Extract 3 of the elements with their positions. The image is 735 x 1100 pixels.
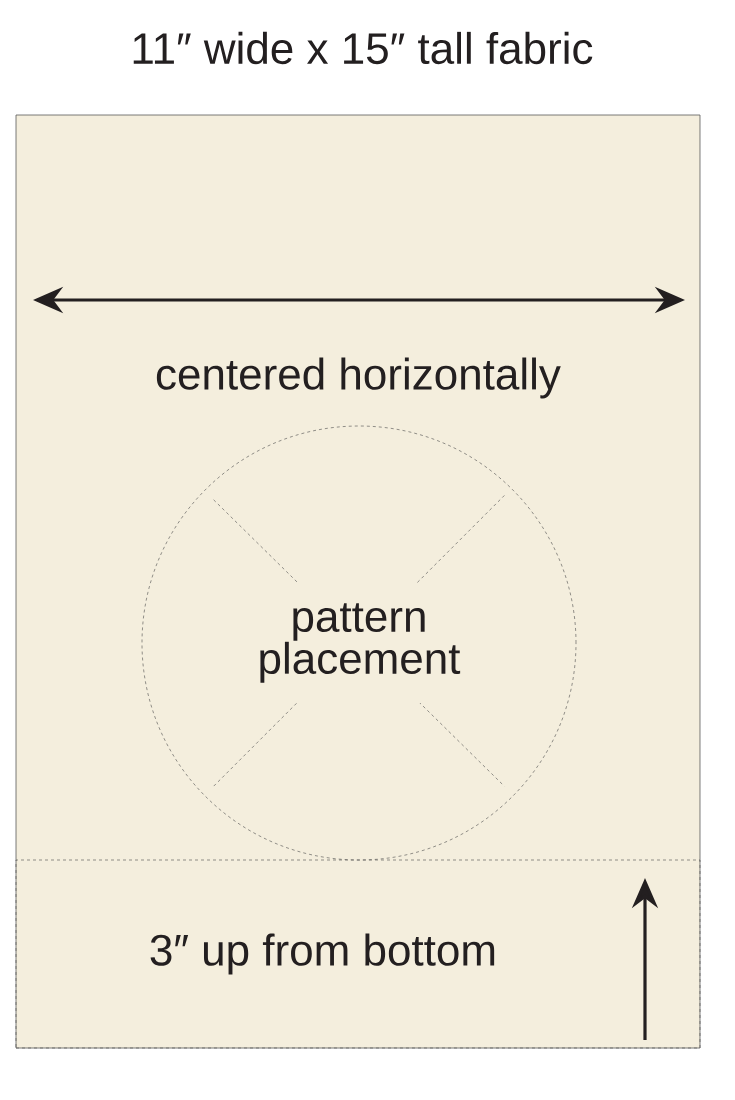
bottom-band: 3″ up from bottom — [15, 859, 701, 1049]
fabric-rectangle — [15, 114, 701, 1049]
title: 11″ wide x 15″ tall fabric — [133, 31, 593, 65]
